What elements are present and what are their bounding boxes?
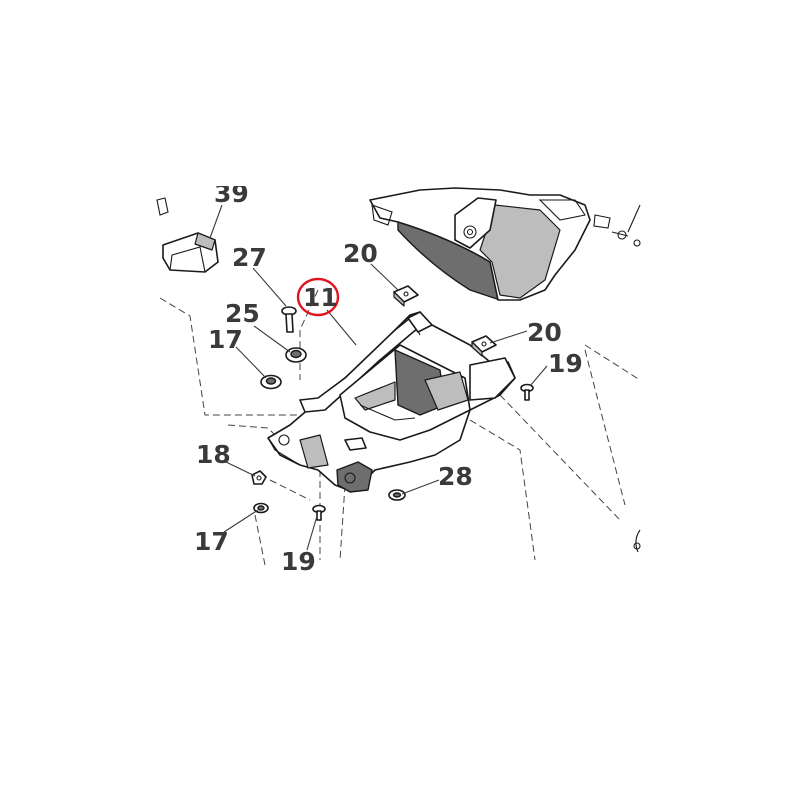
callout-20-lower: 20 bbox=[527, 318, 562, 347]
upper-rear-frame bbox=[369, 187, 641, 301]
callout-19-lower: 19 bbox=[281, 547, 316, 576]
part-28-washer bbox=[388, 489, 406, 501]
part-19-bolt-lower bbox=[312, 504, 326, 521]
callout-19-right: 19 bbox=[548, 349, 583, 378]
part-17-washer-upper bbox=[260, 374, 282, 390]
callout-27: 27 bbox=[232, 243, 267, 272]
part-20-clip-nut-lower bbox=[471, 335, 497, 357]
callout-11: 11 bbox=[303, 283, 338, 312]
part-11-rear-tray bbox=[267, 311, 516, 493]
highlight-circle-11 bbox=[296, 277, 340, 317]
callout-leader-lines bbox=[209, 204, 548, 551]
callout-25: 25 bbox=[225, 299, 260, 328]
part-25-grommet bbox=[285, 347, 307, 363]
crop-mask bbox=[200, 170, 260, 186]
callout-labels: 39 27 11 20 20 25 17 19 18 28 17 19 bbox=[194, 179, 583, 576]
partial-part-right bbox=[633, 529, 641, 553]
callout-20-upper: 20 bbox=[343, 239, 378, 268]
callout-17-upper: 17 bbox=[208, 325, 243, 354]
callout-28: 28 bbox=[438, 462, 473, 491]
part-39-bracket bbox=[156, 197, 219, 273]
callout-17-lower: 17 bbox=[194, 527, 229, 556]
part-18-nut bbox=[251, 470, 267, 485]
callout-18: 18 bbox=[196, 440, 231, 469]
part-19-bolt-right bbox=[520, 383, 534, 401]
part-27-screw bbox=[281, 306, 297, 333]
part-20-clip-nut-upper bbox=[393, 285, 419, 307]
